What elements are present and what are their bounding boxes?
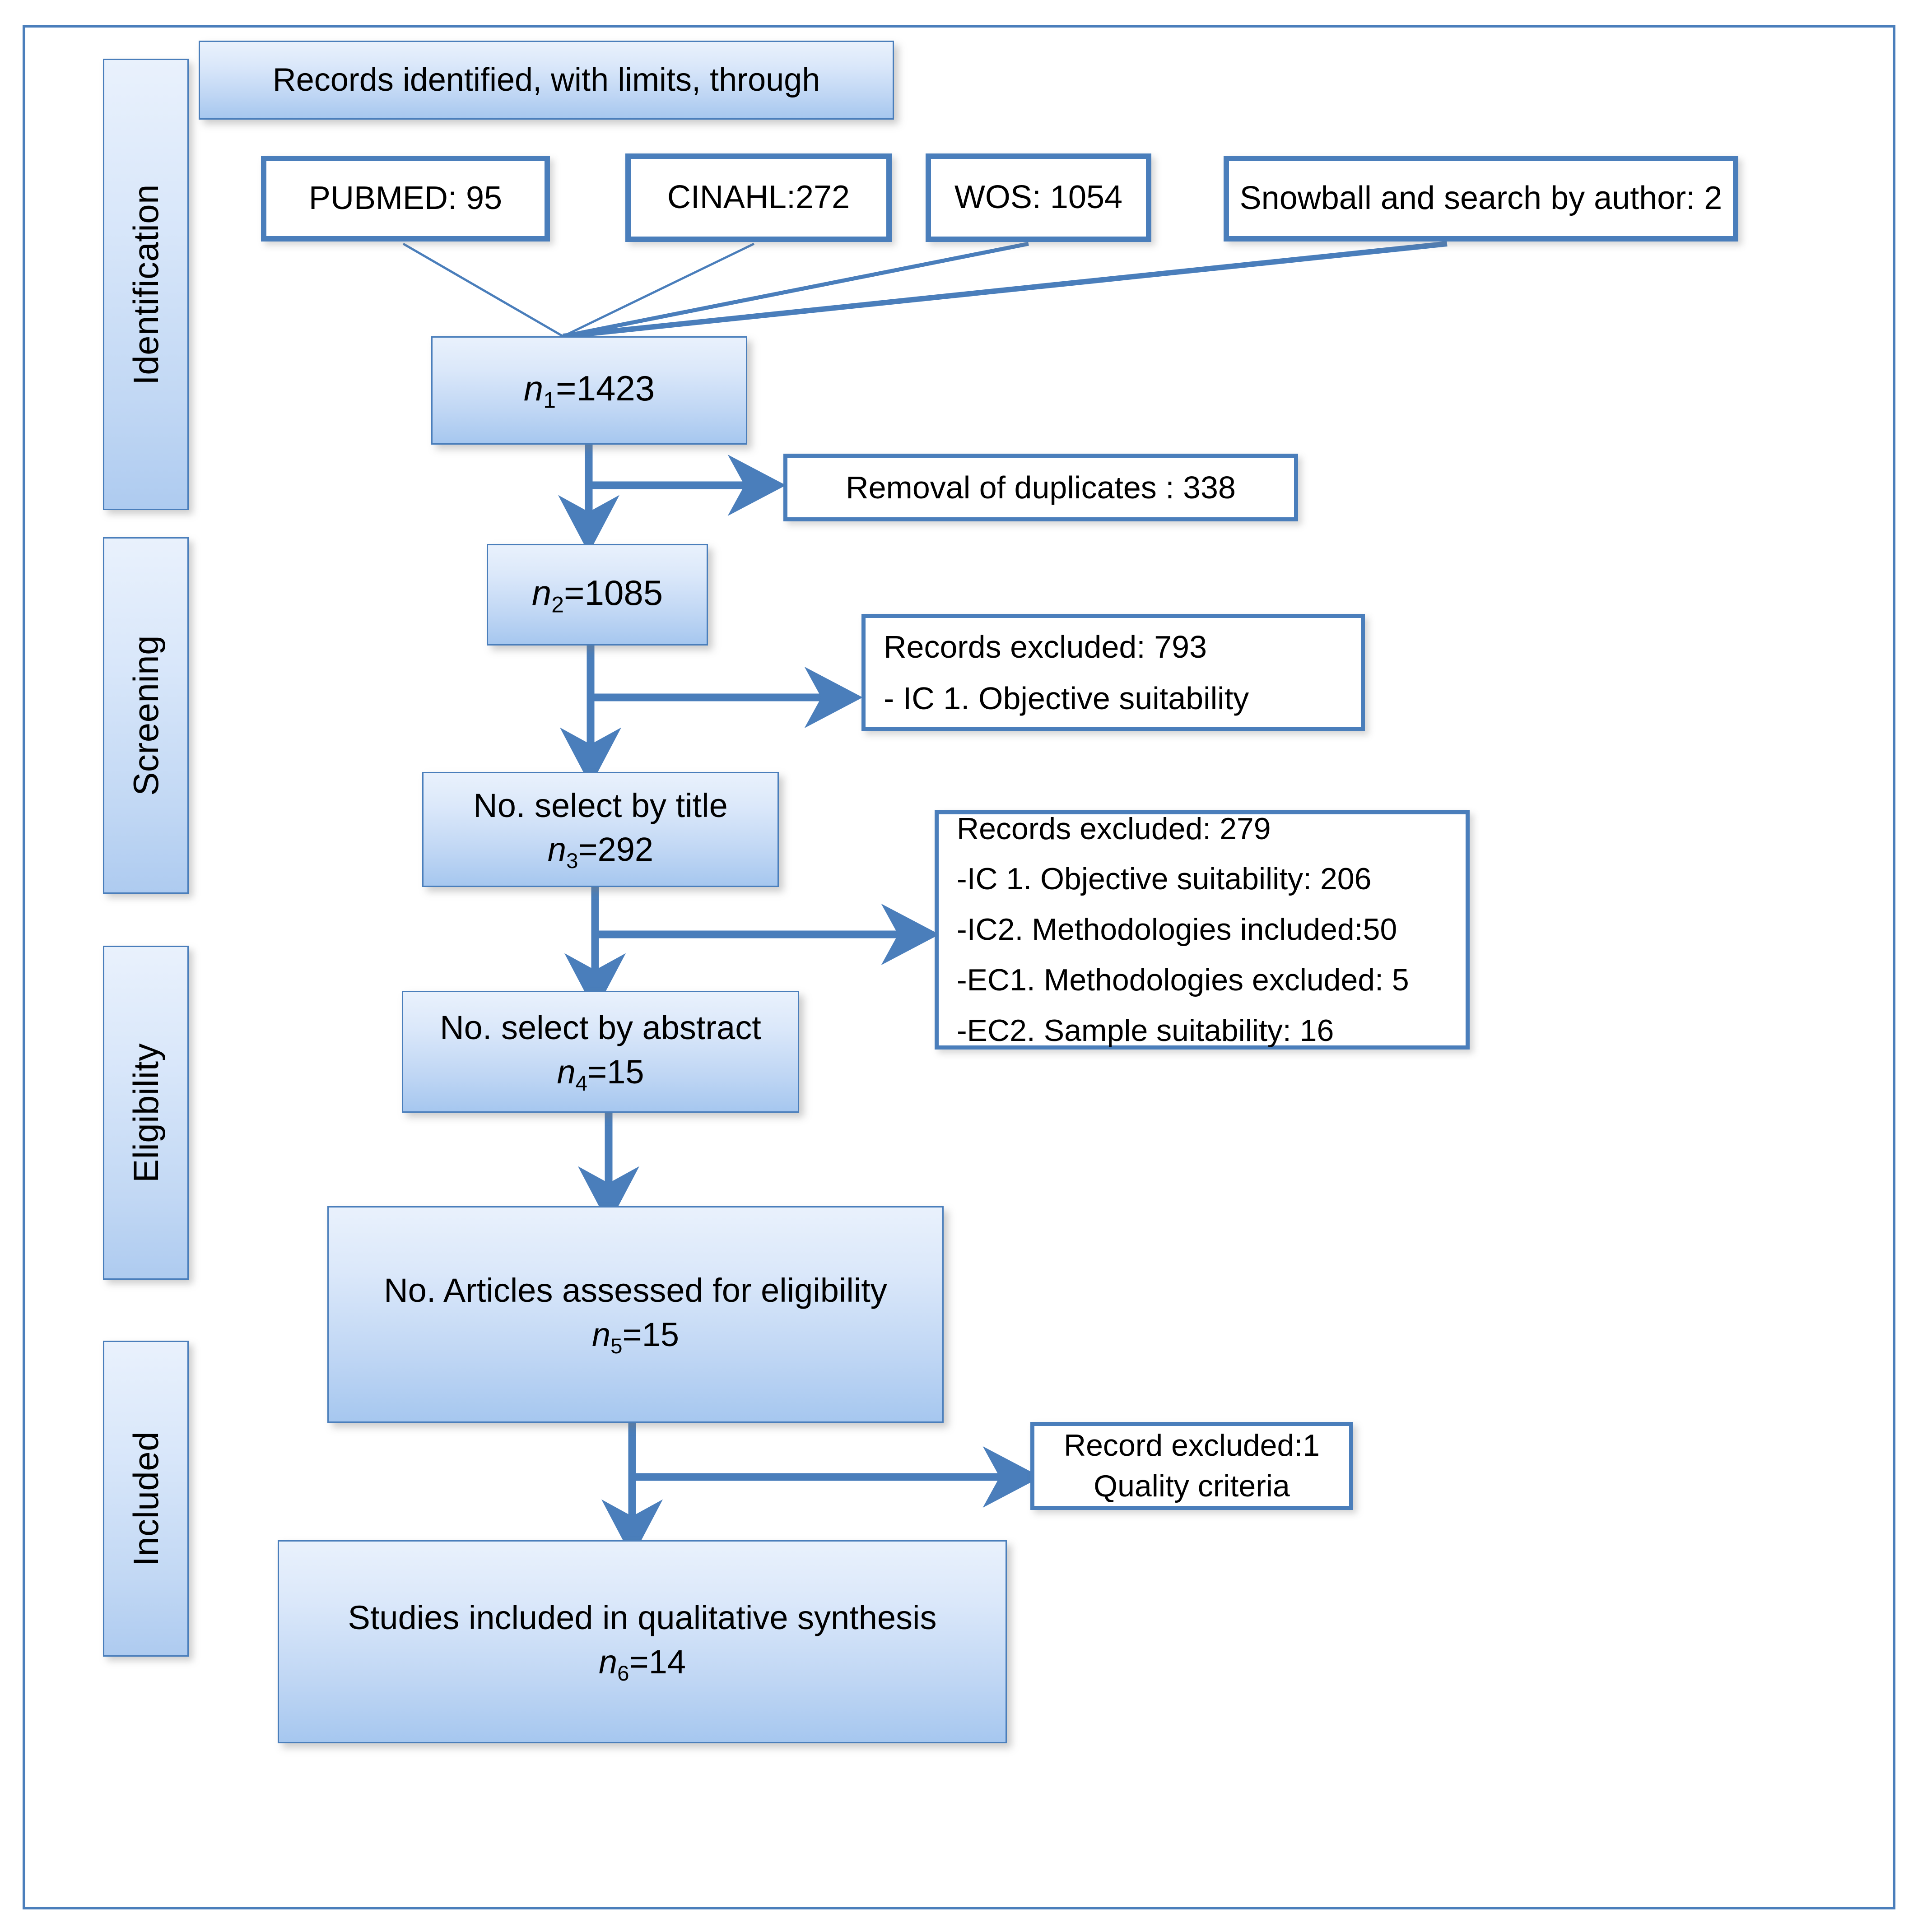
node-n5-symbol: n <box>591 1315 611 1353</box>
source-box-snowball-label: Snowball and search by author: 2 <box>1239 180 1722 217</box>
node-n6-symbol: n <box>598 1643 618 1681</box>
stage-label-identification: Identification <box>103 59 189 510</box>
node-n5-value: =15 <box>622 1315 680 1353</box>
source-box-pubmed-label: PUBMED: 95 <box>308 180 503 217</box>
records-identified-header: Records identified, with limits, through <box>199 41 894 120</box>
node-n6-value: =14 <box>629 1643 686 1681</box>
node-records-excluded-title: Records excluded: 793 - IC 1. Objective … <box>861 614 1365 731</box>
node-record-excluded-quality: Record excluded:1 Quality criteria <box>1030 1422 1353 1510</box>
node-n4-subscript: 4 <box>575 1071 587 1096</box>
source-box-pubmed: PUBMED: 95 <box>261 156 550 241</box>
node-n3-subscript: 3 <box>566 849 578 873</box>
source-box-cinahl: CINAHL:272 <box>625 153 892 242</box>
node-select-by-abstract: No. select by abstract n4=15 <box>402 991 799 1113</box>
node-n4-symbol: n <box>557 1053 576 1091</box>
node-select-by-title-label: No. select by title <box>473 786 728 824</box>
node-n2-label: n2=1085 <box>532 570 663 620</box>
stage-label-eligibility: Eligibility <box>103 946 189 1280</box>
node-n4-value: =15 <box>587 1053 644 1091</box>
node-n5-subscript: 5 <box>610 1334 623 1358</box>
node-n2-subscript: 2 <box>551 592 564 618</box>
node-n5-label: n5=15 <box>592 1313 679 1361</box>
records-excluded-abstract-line-2: -IC 1. Objective suitability: 206 <box>957 862 1372 896</box>
node-articles-assessed-eligibility-label: No. Articles assessed for eligibility <box>384 1272 887 1310</box>
source-box-wos-label: WOS: 1054 <box>954 179 1123 216</box>
node-n4-label: n4=15 <box>557 1050 644 1098</box>
source-box-cinahl-label: CINAHL:272 <box>667 179 850 216</box>
stage-label-screening: Screening <box>103 537 189 894</box>
stage-label-included: Included <box>103 1341 189 1657</box>
records-excluded-title-line-2: - IC 1. Objective suitability <box>884 681 1249 716</box>
stage-label-included-text: Included <box>126 1431 166 1566</box>
node-select-by-abstract-label: No. select by abstract <box>440 1009 761 1047</box>
node-removal-of-duplicates-label: Removal of duplicates : 338 <box>846 469 1236 505</box>
record-excluded-quality-line-2: Quality criteria <box>1094 1468 1290 1503</box>
stage-label-identification-text: Identification <box>126 184 166 385</box>
records-excluded-abstract-line-3: -IC2. Methodologies included:50 <box>957 912 1397 947</box>
source-box-wos: WOS: 1054 <box>926 153 1151 242</box>
node-n1-label: n1=1423 <box>524 365 655 415</box>
node-n1-subscript: 1 <box>543 387 556 413</box>
node-n2-value: =1085 <box>564 572 663 613</box>
node-select-by-title: No. select by title n3=292 <box>422 772 779 887</box>
node-n3-symbol: n <box>547 831 567 868</box>
node-n6-subscript: 6 <box>617 1661 629 1686</box>
node-n1-symbol: n <box>523 368 544 409</box>
node-n1-value: =1423 <box>556 368 655 409</box>
node-n2-symbol: n <box>531 572 552 613</box>
node-n6-label: n6=14 <box>599 1640 686 1688</box>
source-box-snowball: Snowball and search by author: 2 <box>1224 156 1738 241</box>
node-n2: n2=1085 <box>487 544 708 646</box>
node-n3-value: =292 <box>578 831 654 868</box>
node-n3-label: n3=292 <box>548 827 653 875</box>
records-excluded-abstract-line-4: -EC1. Methodologies excluded: 5 <box>957 962 1409 997</box>
node-studies-included-label: Studies included in qualitative synthesi… <box>348 1599 937 1637</box>
stage-label-screening-text: Screening <box>126 635 166 796</box>
node-n1: n1=1423 <box>431 336 747 445</box>
records-excluded-title-line-1: Records excluded: 793 <box>884 629 1207 664</box>
node-studies-included: Studies included in qualitative synthesi… <box>278 1540 1007 1743</box>
record-excluded-quality-line-1: Record excluded:1 <box>1063 1428 1320 1463</box>
records-identified-header-label: Records identified, with limits, through <box>272 61 820 98</box>
node-removal-of-duplicates: Removal of duplicates : 338 <box>783 454 1298 521</box>
node-articles-assessed-eligibility: No. Articles assessed for eligibility n5… <box>327 1206 944 1423</box>
records-excluded-abstract-line-5: -EC2. Sample suitability: 16 <box>957 1013 1334 1048</box>
stage-label-eligibility-text: Eligibility <box>126 1043 166 1183</box>
node-records-excluded-abstract: Records excluded: 279 -IC 1. Objective s… <box>935 810 1470 1050</box>
records-excluded-abstract-line-1: Records excluded: 279 <box>957 811 1271 846</box>
